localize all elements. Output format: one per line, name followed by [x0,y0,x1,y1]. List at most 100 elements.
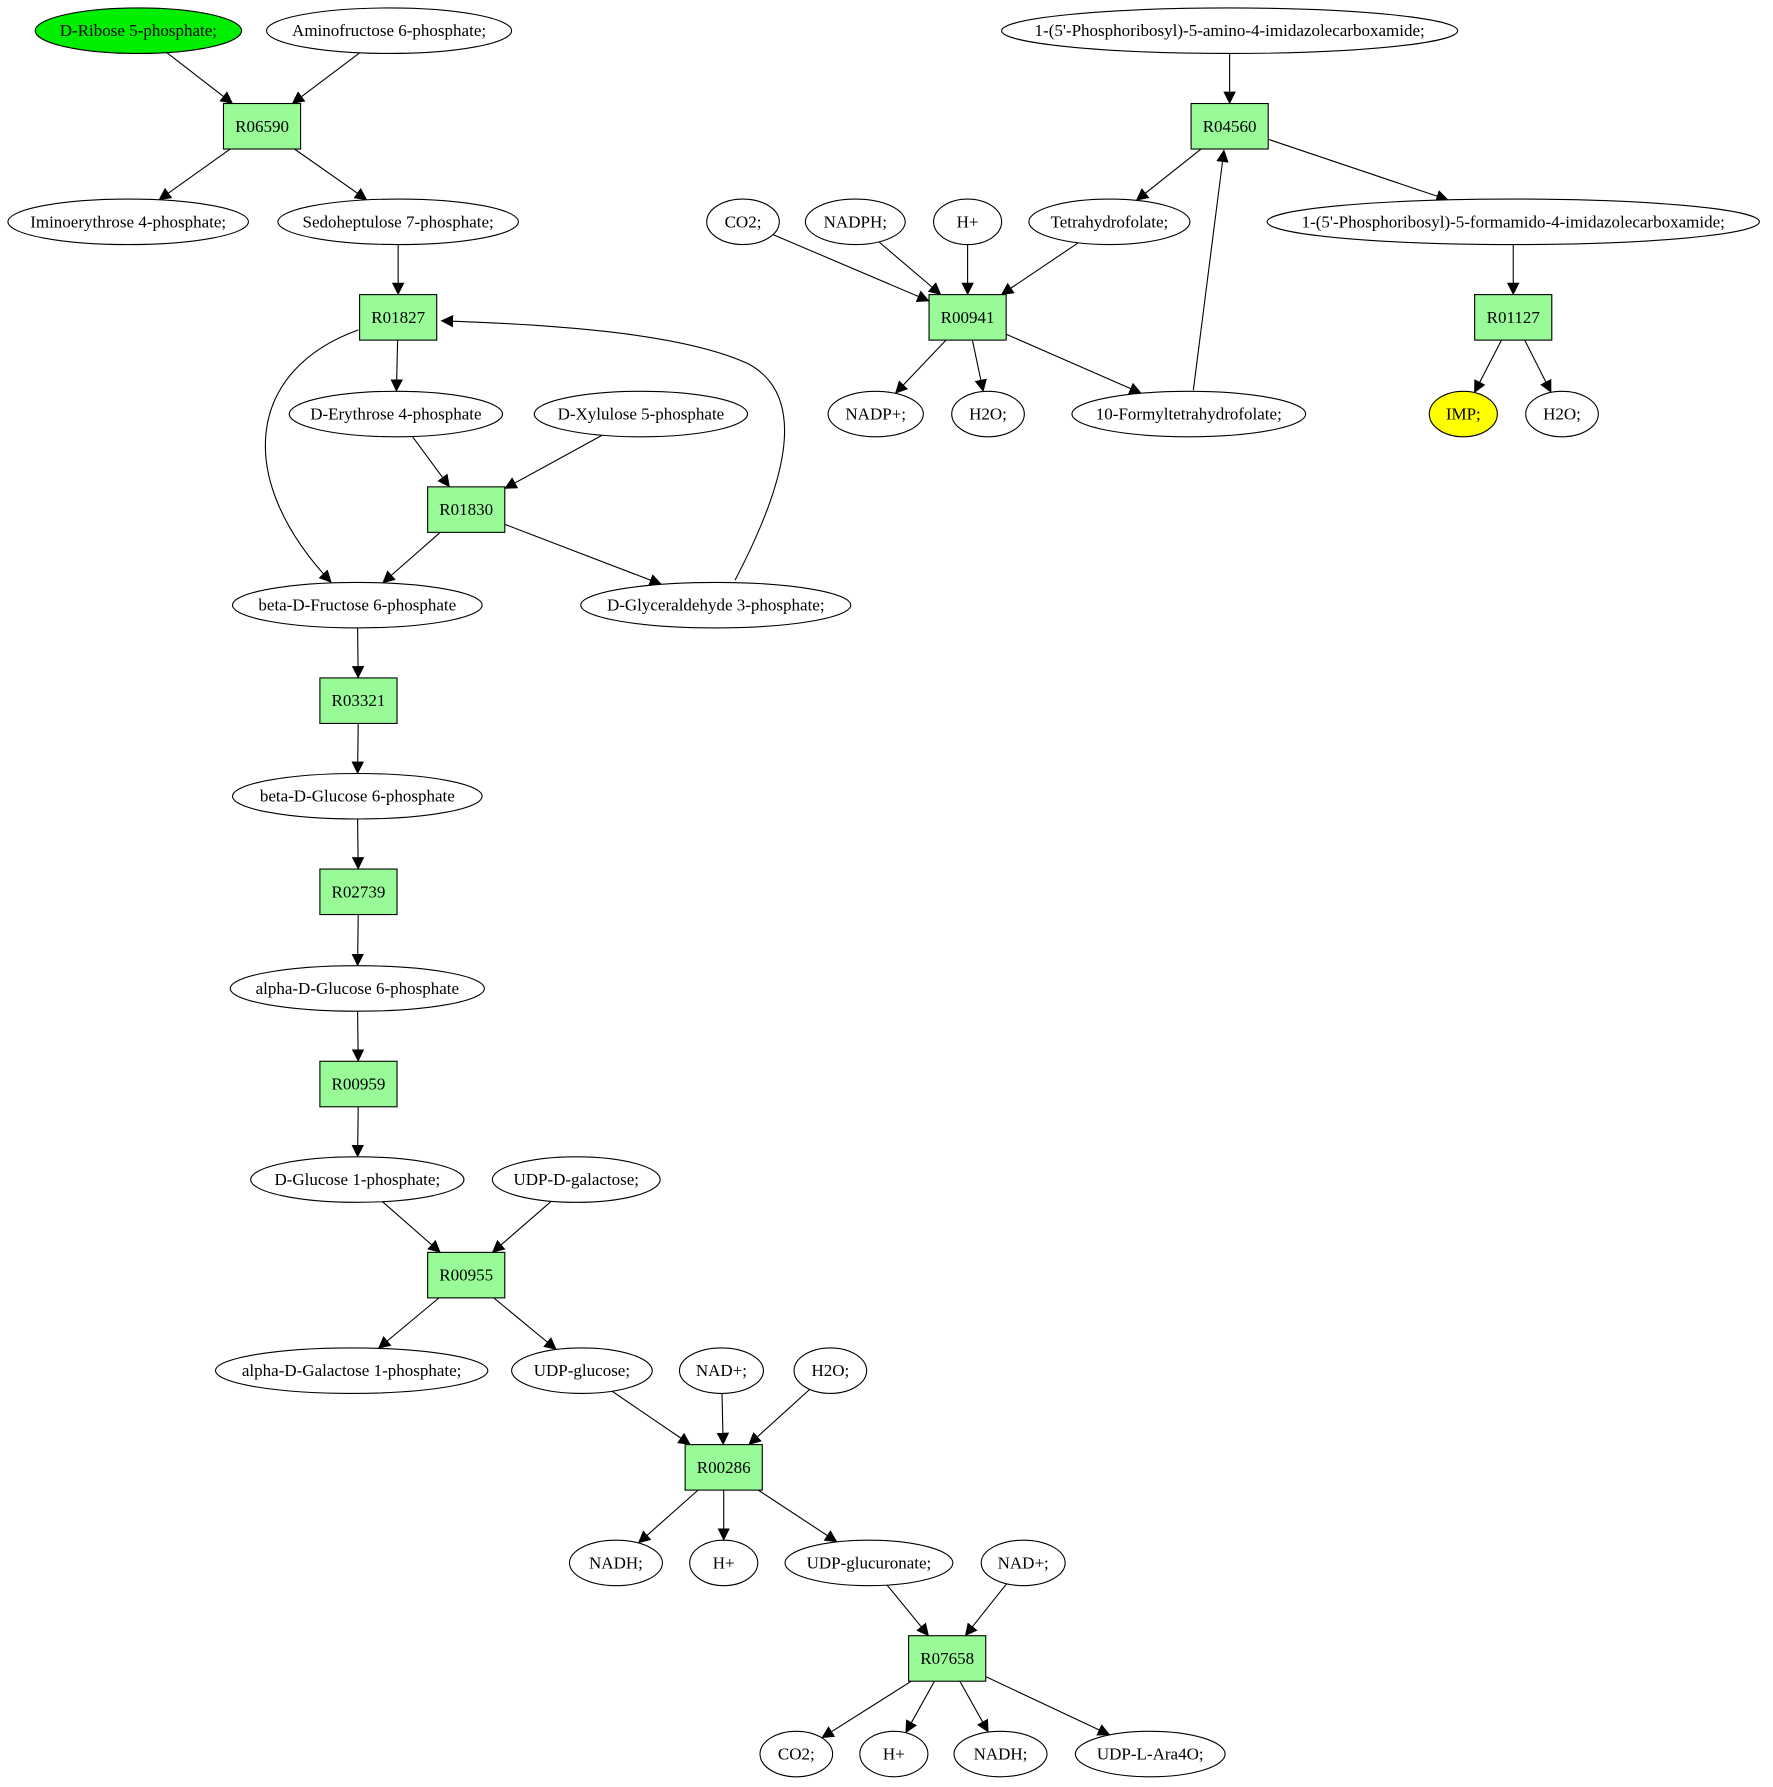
edge-r00955-to-m_udpglucose [494,1298,557,1350]
reaction-node-r03321[interactable]: R03321 [319,677,398,724]
reaction-node-r01827[interactable]: R01827 [359,294,438,341]
metabolite-node-m_hplus3[interactable]: H+ [933,198,1003,246]
reaction-label: R01127 [1487,308,1541,327]
edge-r04560-to-m_thf [1135,149,1201,200]
metabolite-node-m_thf[interactable]: Tetrahydrofolate; [1028,198,1191,246]
edge-m_udpglucuronate-to-r07658 [887,1585,928,1637]
metabolite-node-m_nadh1[interactable]: NADH; [568,1539,664,1587]
metabolite-ellipse [250,1156,465,1203]
reaction-label: R01830 [439,500,493,519]
metabolite-node-m_nadph[interactable]: NADPH; [804,198,906,246]
metabolite-ellipse [951,390,1025,438]
metabolite-ellipse [231,581,483,629]
metabolite-ellipse [706,198,780,246]
reaction-label: R00955 [439,1266,493,1285]
edge-m_xylulose5p-to-r01830 [504,435,602,488]
reaction-node-r00286[interactable]: R00286 [684,1444,763,1491]
metabolite-node-m_nadpplus[interactable]: NADP+; [827,390,924,438]
metabolite-node-m_h2o1[interactable]: H2O; [793,1347,868,1394]
metabolite-node-m_h2o2[interactable]: H2O; [951,390,1025,438]
reaction-node-r00959[interactable]: R00959 [319,1060,398,1108]
metabolite-node-m_ribose5p[interactable]: D-Ribose 5-phosphate; [34,7,243,55]
metabolite-node-m_h2o3[interactable]: H2O; [1525,390,1599,438]
edge-r01830-to-m_glyceraldehyde3p [505,524,662,586]
metabolite-label: UDP-glucose; [534,1361,630,1380]
metabolite-node-m_nadh2[interactable]: NADH; [953,1730,1048,1778]
metabolite-ellipse [689,1539,759,1587]
metabolite-node-m_iminoerythrose4p[interactable]: Iminoerythrose 4-phosphate; [7,198,249,246]
metabolite-node-m_sedoheptulose7p[interactable]: Sedoheptulose 7-phosphate; [277,198,519,246]
metabolite-node-m_co2b[interactable]: CO2; [706,198,780,246]
reaction-label: R02739 [332,882,386,901]
edge-m_aminofructose6p-to-r06590 [291,53,359,104]
metabolite-ellipse [980,1539,1066,1587]
edge-r00286-to-m_udpglucuronate [758,1490,838,1542]
metabolite-node-m_fructose6p[interactable]: beta-D-Fructose 6-phosphate [231,581,483,629]
reaction-node-r02739[interactable]: R02739 [319,868,398,916]
edge-m_glyceraldehyde3p-to-r01827 [440,314,784,580]
reaction-label: R04560 [1203,117,1257,136]
metabolite-ellipse [277,198,519,246]
metabolite-node-m_faicar[interactable]: 1-(5'-Phosphoribosyl)-5-formamido-4-imid… [1266,198,1760,246]
metabolite-label: CO2; [725,212,762,231]
metabolite-node-m_aicar[interactable]: 1-(5'-Phosphoribosyl)-5-amino-4-imidazol… [1001,7,1459,55]
reaction-node-r01830[interactable]: R01830 [427,486,506,533]
edge-r01827-to-m_erythrose4p [390,340,403,392]
nodes-layer: R06590R01827R01830R03321R02739R00959R009… [7,7,1760,1778]
edge-r01127-to-m_h2o3 [1525,340,1551,393]
reaction-node-r00941[interactable]: R00941 [928,294,1007,341]
metabolite-ellipse [1266,198,1760,246]
reaction-box [427,486,506,533]
metabolite-node-m_xylulose5p[interactable]: D-Xylulose 5-phosphate [533,390,749,438]
metabolite-node-m_udpglucose[interactable]: UDP-glucose; [511,1347,653,1394]
metabolite-node-m_glucose1p[interactable]: D-Glucose 1-phosphate; [250,1156,465,1203]
reaction-box [319,868,398,916]
metabolite-node-m_nadplus2[interactable]: NAD+; [980,1539,1066,1587]
edge-m_co2b-to-r00941 [773,235,930,303]
reaction-box [359,294,438,341]
metabolite-node-m_bglucose6p[interactable]: beta-D-Glucose 6-phosphate [231,772,483,820]
reaction-node-r00955[interactable]: R00955 [427,1251,506,1299]
metabolite-node-m_co2a[interactable]: CO2; [759,1730,834,1778]
metabolite-node-m_udpara4o[interactable]: UDP-L-Ara4O; [1074,1730,1226,1778]
metabolite-node-m_erythrose4p[interactable]: D-Erythrose 4-phosphate [288,390,504,438]
reaction-label: R07658 [920,1649,974,1668]
reaction-box [1190,102,1269,150]
metabolite-node-m_hplus1[interactable]: H+ [689,1539,759,1587]
reaction-node-r04560[interactable]: R04560 [1190,102,1269,150]
metabolite-node-m_aminofructose6p[interactable]: Aminofructose 6-phosphate; [266,7,513,55]
metabolite-node-m_glyceraldehyde3p[interactable]: D-Glyceraldehyde 3-phosphate; [580,581,852,629]
metabolite-node-m_nadplus1[interactable]: NAD+; [678,1347,764,1394]
metabolite-node-m_udpgalactose[interactable]: UDP-D-galactose; [491,1156,661,1203]
metabolite-node-m_aglucose6p[interactable]: alpha-D-Glucose 6-phosphate [229,965,485,1012]
edge-m_ribose5p-to-r06590 [167,53,234,104]
edge-r01127-to-m_imp [1474,340,1501,394]
metabolite-ellipse [859,1730,929,1778]
reaction-node-r06590[interactable]: R06590 [222,102,302,150]
metabolite-ellipse [784,1539,954,1587]
edge-m_fructose6p-to-r03321 [351,628,365,679]
metabolite-node-m_hplus2[interactable]: H+ [859,1730,929,1778]
metabolite-ellipse [34,7,243,55]
reaction-node-r01127[interactable]: R01127 [1474,294,1553,341]
metabolite-node-m_udpglucuronate[interactable]: UDP-glucuronate; [784,1539,954,1587]
reaction-node-r07658[interactable]: R07658 [908,1635,987,1682]
metabolite-node-m_formylthf[interactable]: 10-Formyltetrahydrofolate; [1071,390,1307,438]
reaction-label: R00959 [332,1075,386,1094]
reaction-box [1474,294,1553,341]
metabolite-label: Sedoheptulose 7-phosphate; [303,212,494,231]
metabolite-ellipse [1028,198,1191,246]
metabolite-label: Iminoerythrose 4-phosphate; [30,212,226,231]
metabolite-node-m_imp[interactable]: IMP; [1428,390,1498,438]
reaction-box [427,1251,506,1299]
metabolite-ellipse [759,1730,834,1778]
metabolite-node-m_galactose1p[interactable]: alpha-D-Galactose 1-phosphate; [214,1347,489,1394]
edge-r07658-to-m_nadh2 [960,1681,988,1733]
edge-r00959-to-m_glucose1p [351,1107,364,1158]
edge-r07658-to-m_hplus2 [906,1681,935,1734]
reaction-label: R06590 [235,117,289,136]
metabolite-label: NADP+; [845,405,906,424]
metabolite-label: UDP-L-Ara4O; [1097,1745,1204,1764]
metabolite-label: 1-(5'-Phosphoribosyl)-5-formamido-4-imid… [1302,212,1725,231]
metabolite-ellipse [827,390,924,438]
